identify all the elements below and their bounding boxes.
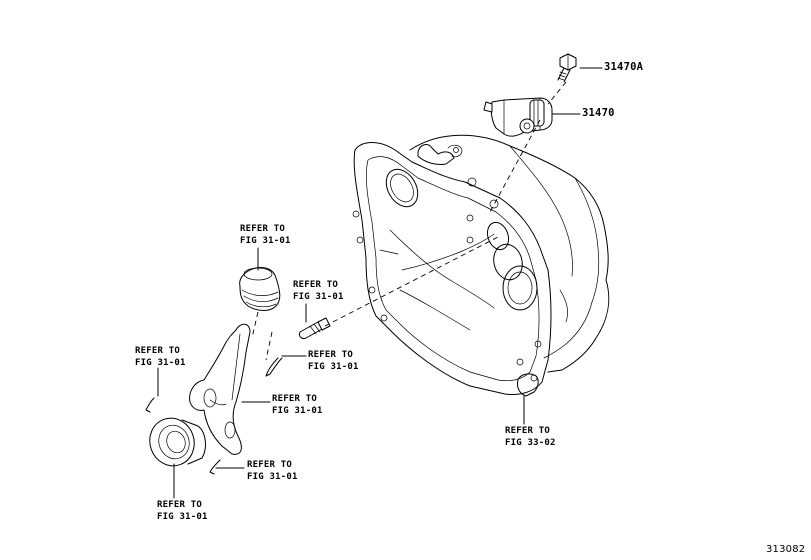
refer-label-clip-bottom-line1: REFER TO: [247, 460, 292, 470]
refer-label-fork-line1: REFER TO: [272, 394, 317, 404]
refer-label-pivot-line1: REFER TO: [293, 280, 338, 290]
transmission-housing: [352, 134, 610, 397]
part-number-31470: 31470: [582, 107, 615, 119]
refer-label-clip-top-line1: REFER TO: [308, 350, 353, 360]
refer-label-clip-left-line1: REFER TO: [135, 346, 180, 356]
refer-label-boot-line2: FIG 31-01: [240, 236, 291, 246]
refer-label-clip-top-line2: FIG 31-01: [308, 362, 359, 372]
release-bearing: [149, 417, 206, 467]
refer-label-bearing-line1: REFER TO: [157, 500, 202, 510]
release-fork: [189, 323, 251, 455]
part-number-31470a: 31470A: [604, 61, 644, 73]
pivot-stud: [299, 317, 331, 339]
clips: [145, 357, 283, 475]
refer-label-clip-bottom-line2: FIG 31-01: [247, 472, 298, 482]
refer-label-housing-line1: REFER TO: [505, 426, 550, 436]
figure-number: 313082: [766, 544, 806, 555]
bolt-31470a: [557, 53, 577, 83]
dust-boot: [239, 267, 281, 311]
refer-label-boot-line1: REFER TO: [240, 224, 285, 234]
refer-label-bearing-line2: FIG 31-01: [157, 512, 208, 522]
leader-lines: [157, 67, 603, 499]
assembly-lines: [251, 81, 567, 361]
refer-label-clip-left-line2: FIG 31-01: [135, 358, 186, 368]
refer-label-fork-line2: FIG 31-01: [272, 406, 323, 416]
refer-label-housing-line2: FIG 33-02: [505, 438, 556, 448]
refer-label-pivot-line2: FIG 31-01: [293, 292, 344, 302]
release-cylinder-31470: [483, 97, 553, 137]
